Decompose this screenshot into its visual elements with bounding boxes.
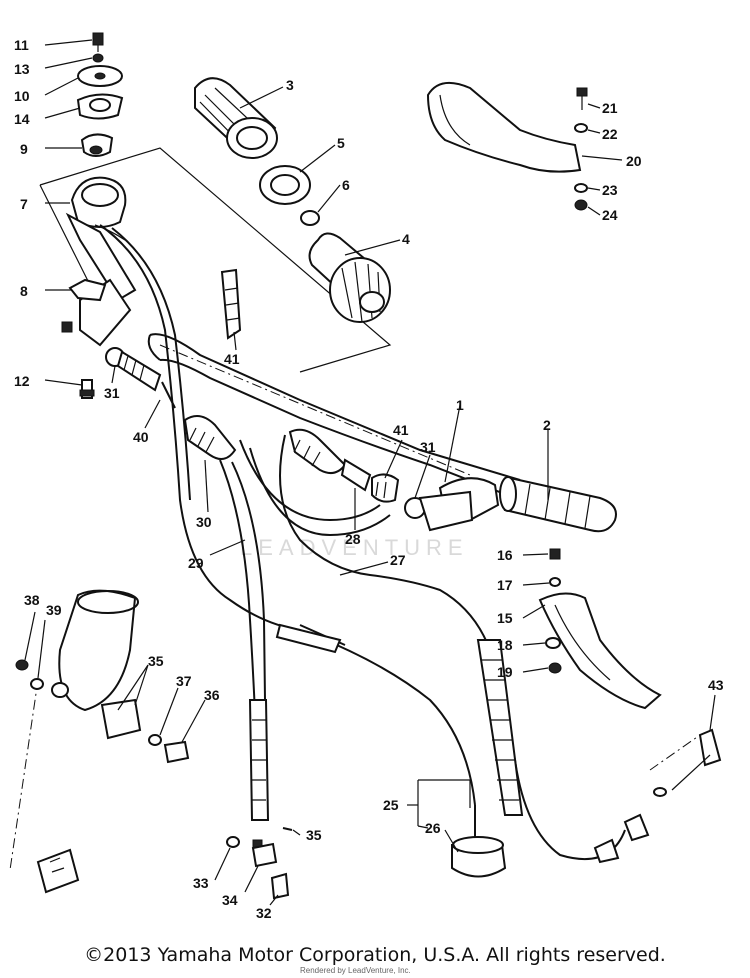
kill-switch	[36, 848, 80, 894]
left-lever-guard	[538, 548, 662, 710]
callout-label: 35	[148, 653, 164, 669]
copyright-notice: ©2013 Yamaha Motor Corporation, U.S.A. A…	[84, 944, 666, 966]
collar-nut	[300, 210, 320, 226]
cable-springs	[248, 623, 524, 850]
callout-label: 10	[14, 88, 30, 104]
band-strap	[220, 268, 242, 340]
callout-label: 18	[497, 637, 513, 653]
callout-label: 41	[224, 351, 240, 367]
callout-label: 34	[222, 892, 238, 908]
lever-holder	[15, 589, 190, 764]
callout-label: 30	[196, 514, 212, 530]
right-grip	[499, 476, 617, 533]
callout-label: 36	[204, 687, 220, 703]
exploded-view-frame	[39, 147, 392, 373]
callout-label: 8	[20, 283, 28, 299]
callout-label: 41	[393, 422, 409, 438]
cable-bracket	[68, 278, 107, 302]
callout-label: 14	[14, 111, 30, 127]
center-lines	[9, 344, 701, 871]
callout-label: 24	[602, 207, 618, 223]
housing-cap-stack	[76, 32, 124, 157]
render-credit: Rendered by LeadVenture, Inc.	[300, 966, 411, 975]
throttle-tube	[308, 232, 391, 323]
callout-label: 31	[104, 385, 120, 401]
callout-label: 26	[425, 820, 441, 836]
cable-end-cap	[451, 805, 507, 878]
cable-adjuster-assembly	[183, 415, 500, 532]
callout-label: 11	[14, 37, 29, 53]
callout-label: 12	[14, 373, 30, 389]
callout-label: 9	[20, 141, 28, 157]
callout-label: 1	[456, 397, 464, 413]
callout-label: 43	[708, 677, 724, 693]
callout-label: 3	[286, 77, 294, 93]
callout-labels: 11 13 10 14 9 7 8 12 3 5 6 4 41 31 40 30…	[14, 37, 724, 921]
throttle-grip	[194, 77, 278, 159]
callout-label: 40	[133, 429, 149, 445]
callout-label: 6	[342, 177, 350, 193]
callout-label: 25	[383, 797, 399, 813]
cable-adjuster-left	[105, 347, 176, 409]
callout-label: 27	[390, 552, 406, 568]
callout-label: 38	[24, 592, 40, 608]
callout-label: 4	[402, 231, 410, 247]
callout-label: 35	[306, 827, 322, 843]
watermark-text: LEADVENTURE	[240, 535, 469, 560]
callout-label: 5	[337, 135, 345, 151]
cable-end-small-parts	[226, 827, 293, 900]
callout-label: 22	[602, 126, 618, 142]
callout-label: 7	[20, 196, 28, 212]
callout-label: 15	[497, 610, 513, 626]
callout-label: 19	[497, 664, 513, 680]
callout-label: 29	[188, 555, 204, 571]
leader-lines	[24, 39, 716, 906]
callout-label: 39	[46, 602, 62, 618]
callout-label: 23	[602, 182, 618, 198]
callout-label: 31	[420, 439, 436, 455]
callout-label: 28	[345, 531, 361, 547]
callout-label: 32	[256, 905, 272, 921]
callout-label: 17	[497, 577, 513, 593]
cable-end-right	[593, 728, 722, 864]
callout-label: 2	[543, 417, 551, 433]
callout-label: 21	[602, 100, 618, 116]
washer	[259, 165, 311, 205]
callout-label: 20	[626, 153, 642, 169]
callout-label: 37	[176, 673, 192, 689]
right-lever-guard	[426, 81, 588, 211]
callout-label: 13	[14, 61, 30, 77]
callout-label: 33	[193, 875, 209, 891]
callout-label: 16	[497, 547, 513, 563]
screw	[61, 321, 95, 399]
